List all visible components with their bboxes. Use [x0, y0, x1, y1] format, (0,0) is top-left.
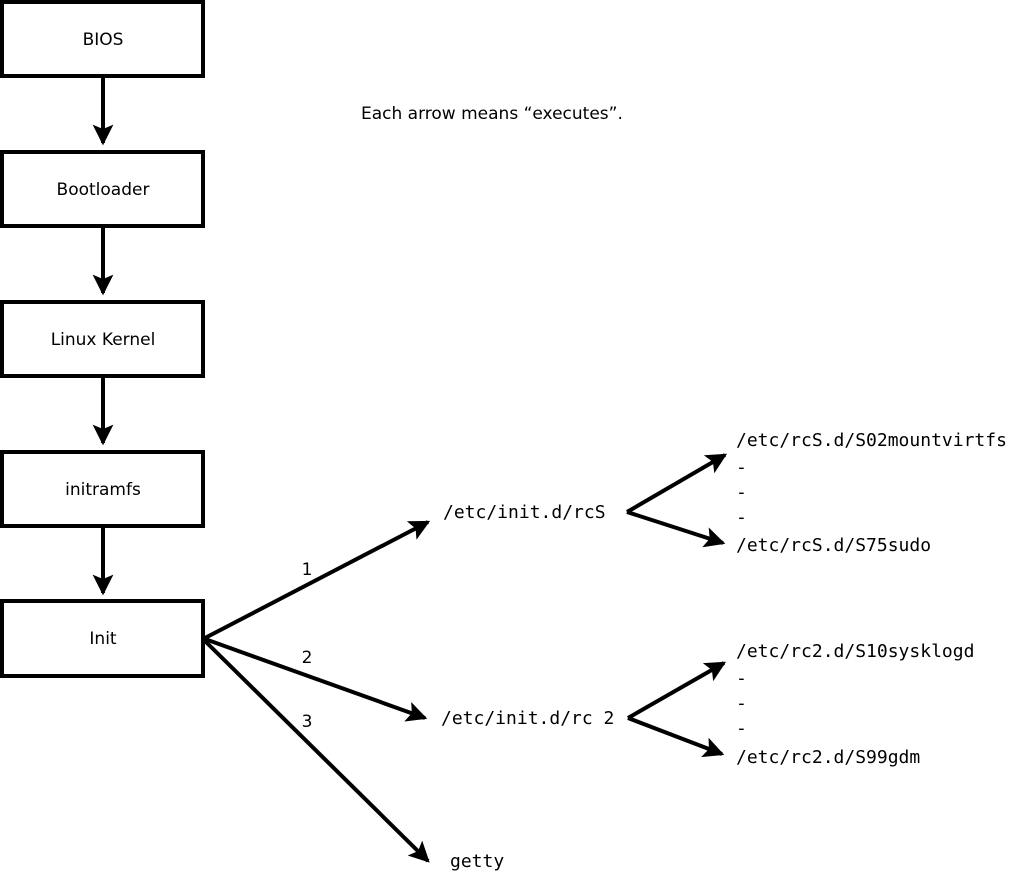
script-rc2-ellipsis-3: - [736, 718, 747, 739]
node-initramfs: initramfs [0, 450, 205, 528]
script-rcs-ellipsis-3: - [736, 507, 747, 528]
node-linux-kernel-rect [0, 300, 205, 378]
script-rc2-last: /etc/rc2.d/S99gdm [736, 747, 920, 768]
script-rc2-ellipsis-1: - [736, 668, 747, 689]
script-rc2-ellipsis-2: - [736, 693, 747, 714]
script-rcs-ellipsis-2: - [736, 482, 747, 503]
node-linux-kernel: Linux Kernel [0, 300, 205, 378]
node-bootloader: Bootloader [0, 150, 205, 228]
node-bios-rect [0, 0, 205, 78]
node-bios: BIOS [0, 0, 205, 78]
node-init-rect [0, 599, 205, 678]
node-initramfs-label: initramfs [65, 480, 141, 500]
edge-rcs-to-last-script [626, 510, 726, 548]
node-init: Init [0, 599, 205, 678]
node-bios-label: BIOS [83, 30, 124, 50]
node-linux-kernel-label: Linux Kernel [51, 330, 156, 350]
edge-rc2-to-first-script [627, 661, 727, 720]
script-rcs-last: /etc/rcS.d/S75sudo [736, 535, 931, 556]
edge-init-to-rcs [204, 520, 431, 640]
node-bootloader-label: Bootloader [57, 180, 150, 200]
edge-rcs-to-first-script [625, 453, 728, 514]
edge-label-1: 1 [302, 560, 313, 580]
node-getty-label: getty [450, 851, 504, 872]
edge-label-2: 2 [302, 648, 313, 668]
legend-note: Each arrow means “executes”. [361, 104, 623, 124]
edge-init-to-getty [203, 639, 430, 863]
script-rc2-first: /etc/rc2.d/S10sysklogd [736, 641, 974, 662]
script-rcs-ellipsis-1: - [736, 457, 747, 478]
node-rcs-label: /etc/init.d/rcS [443, 502, 606, 523]
node-init-label: Init [89, 629, 117, 649]
node-bootloader-rect [0, 150, 205, 228]
script-rcs-first: /etc/rcS.d/S02mountvirtfs [736, 430, 1007, 451]
edge-label-3: 3 [302, 712, 313, 732]
node-rc2-label: /etc/init.d/rc 2 [441, 708, 614, 729]
node-initramfs-rect [0, 450, 205, 528]
edge-init-to-rc2 [204, 637, 428, 722]
edge-rc2-to-last-script [627, 716, 725, 758]
